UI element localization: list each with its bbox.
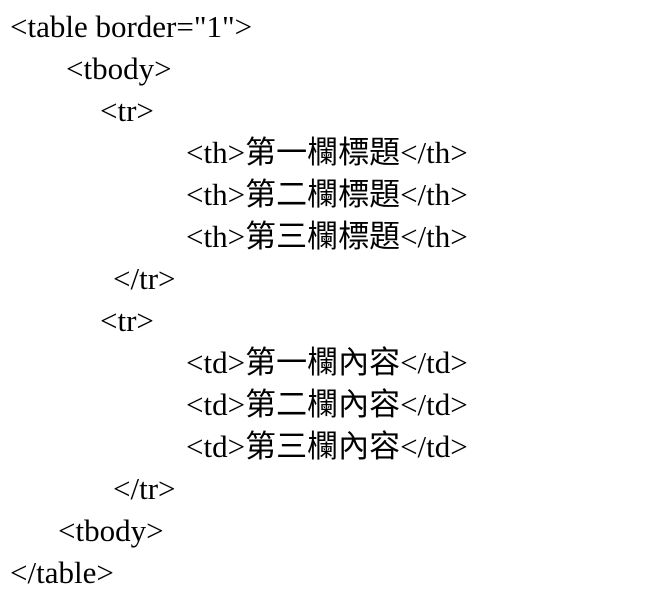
code-line-th-1: <th>第一欄標題</th> bbox=[186, 135, 468, 170]
code-line-tr-close-1: </tr> bbox=[113, 261, 176, 296]
code-line-table-close: </table> bbox=[10, 555, 114, 590]
code-line-tbody-second: <tbody> bbox=[58, 513, 164, 548]
code-line-table-open: <table border="1"> bbox=[10, 9, 253, 44]
code-line-td-3: <td>第三欄內容</td> bbox=[186, 429, 468, 464]
code-line-td-1: <td>第一欄內容</td> bbox=[186, 345, 468, 380]
code-line-tr-open-1: <tr> bbox=[100, 93, 154, 128]
code-snippet: <table border="1"> <tbody> <tr> <th>第一欄標… bbox=[10, 9, 468, 590]
code-line-tbody-open: <tbody> bbox=[66, 51, 172, 86]
code-line-th-3: <th>第三欄標題</th> bbox=[186, 219, 468, 254]
code-line-tr-close-2: </tr> bbox=[113, 471, 176, 506]
code-line-th-2: <th>第二欄標題</th> bbox=[186, 177, 468, 212]
code-line-tr-open-2: <tr> bbox=[100, 303, 154, 338]
code-line-td-2: <td>第二欄內容</td> bbox=[186, 387, 468, 422]
